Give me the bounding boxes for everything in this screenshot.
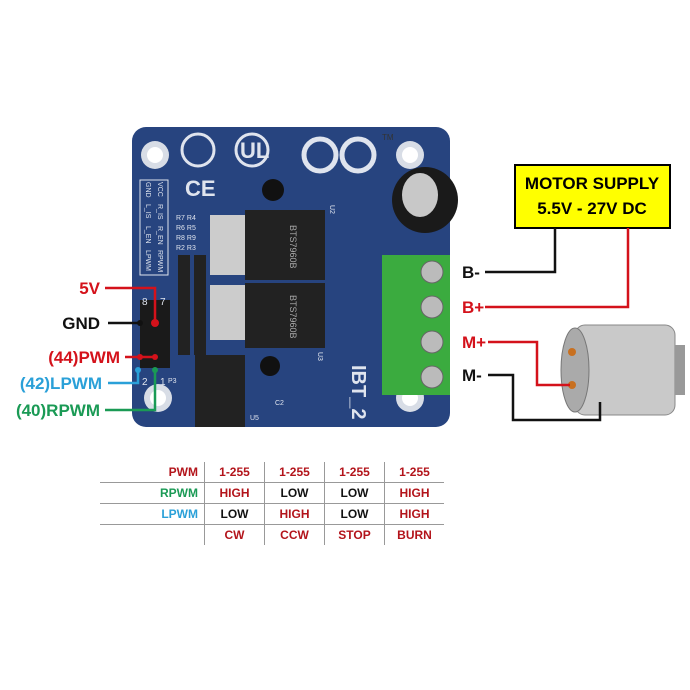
label-m-plus: M+ [462, 333, 486, 352]
dc-motor [560, 324, 685, 416]
label-m-minus: M- [462, 366, 482, 385]
row-header: RPWM [100, 482, 205, 504]
label-rpwm: (40)RPWM [16, 401, 100, 420]
table-row: RPWM HIGH LOW LOW HIGH [100, 482, 444, 504]
pin-8: 8 [142, 297, 148, 308]
row-header: LPWM [100, 503, 205, 525]
chip-label-2: BTS7960B [288, 295, 298, 339]
table-cell: LOW [264, 482, 325, 504]
resistor-labels: R7 R4 [176, 215, 196, 222]
label-gnd: GND [62, 314, 100, 333]
table-row: LPWM LOW HIGH LOW HIGH [100, 503, 444, 525]
table-cell: STOP [324, 524, 385, 545]
p3-label: P3 [168, 378, 177, 385]
pin-2: 2 [142, 377, 148, 388]
silk-r-is: R_IS [156, 204, 163, 220]
supply-line2: 5.5V - 27V DC [537, 199, 647, 218]
wires [105, 228, 630, 422]
supply-line1: MOTOR SUPPLY [525, 174, 660, 193]
silk-vcc: VCC [156, 182, 163, 197]
label-lpwm: (42)LPWM [20, 374, 102, 393]
pin-7: 7 [160, 297, 166, 308]
silk-rpwm: RPWM [156, 250, 163, 272]
svg-text:CE: CE [185, 176, 216, 201]
table-cell: LOW [204, 503, 265, 525]
label-pwm: (44)PWM [48, 348, 120, 367]
terminal-block [382, 255, 450, 395]
c2-label: C2 [275, 400, 284, 407]
svg-text:UL: UL [240, 138, 269, 163]
motor-supply-box: MOTOR SUPPLY 5.5V - 27V DC [514, 164, 671, 229]
silk-r-en: R_EN [156, 226, 163, 245]
u5-label: U5 [250, 415, 259, 422]
silk-l-is: L_IS [144, 204, 151, 219]
silk-l-en: L_EN [144, 226, 151, 244]
table-row: CW CCW STOP BURN [100, 524, 444, 545]
row-header: PWM [100, 462, 205, 483]
u2-label: U2 [328, 205, 335, 214]
silk-lpwm: LPWM [144, 250, 151, 271]
silk-gnd: GND [144, 182, 151, 198]
svg-text:R2 R3: R2 R3 [176, 245, 196, 252]
table-cell: HIGH [264, 503, 325, 525]
table-cell: 1-255 [264, 462, 325, 483]
row-header [100, 524, 205, 545]
table-cell: CCW [264, 524, 325, 545]
board-name: IBT_2 [347, 365, 369, 419]
table-cell: HIGH [384, 482, 444, 504]
table-cell: LOW [324, 503, 385, 525]
table-cell: HIGH [384, 503, 444, 525]
svg-text:R8 R9: R8 R9 [176, 235, 196, 242]
label-b-minus: B- [462, 263, 480, 282]
table-cell: CW [204, 524, 265, 545]
chip-label-1: BTS7960B [288, 225, 298, 269]
table-cell: HIGH [204, 482, 265, 504]
table-cell: 1-255 [204, 462, 265, 483]
table-cell: 1-255 [384, 462, 444, 483]
truth-table: PWM 1-255 1-255 1-255 1-255 RPWM HIGH LO… [100, 462, 444, 545]
table-cell: BURN [397, 528, 432, 542]
pin-1: 1 [160, 377, 166, 388]
table-row: PWM 1-255 1-255 1-255 1-255 [100, 462, 444, 483]
tm-mark: TM [382, 133, 394, 142]
label-b-plus: B+ [462, 298, 484, 317]
label-5v: 5V [79, 279, 100, 298]
u3-label: U3 [316, 352, 323, 361]
table-cell: LOW [324, 482, 385, 504]
svg-text:R6 R5: R6 R5 [176, 225, 196, 232]
table-cell: 1-255 [324, 462, 385, 483]
